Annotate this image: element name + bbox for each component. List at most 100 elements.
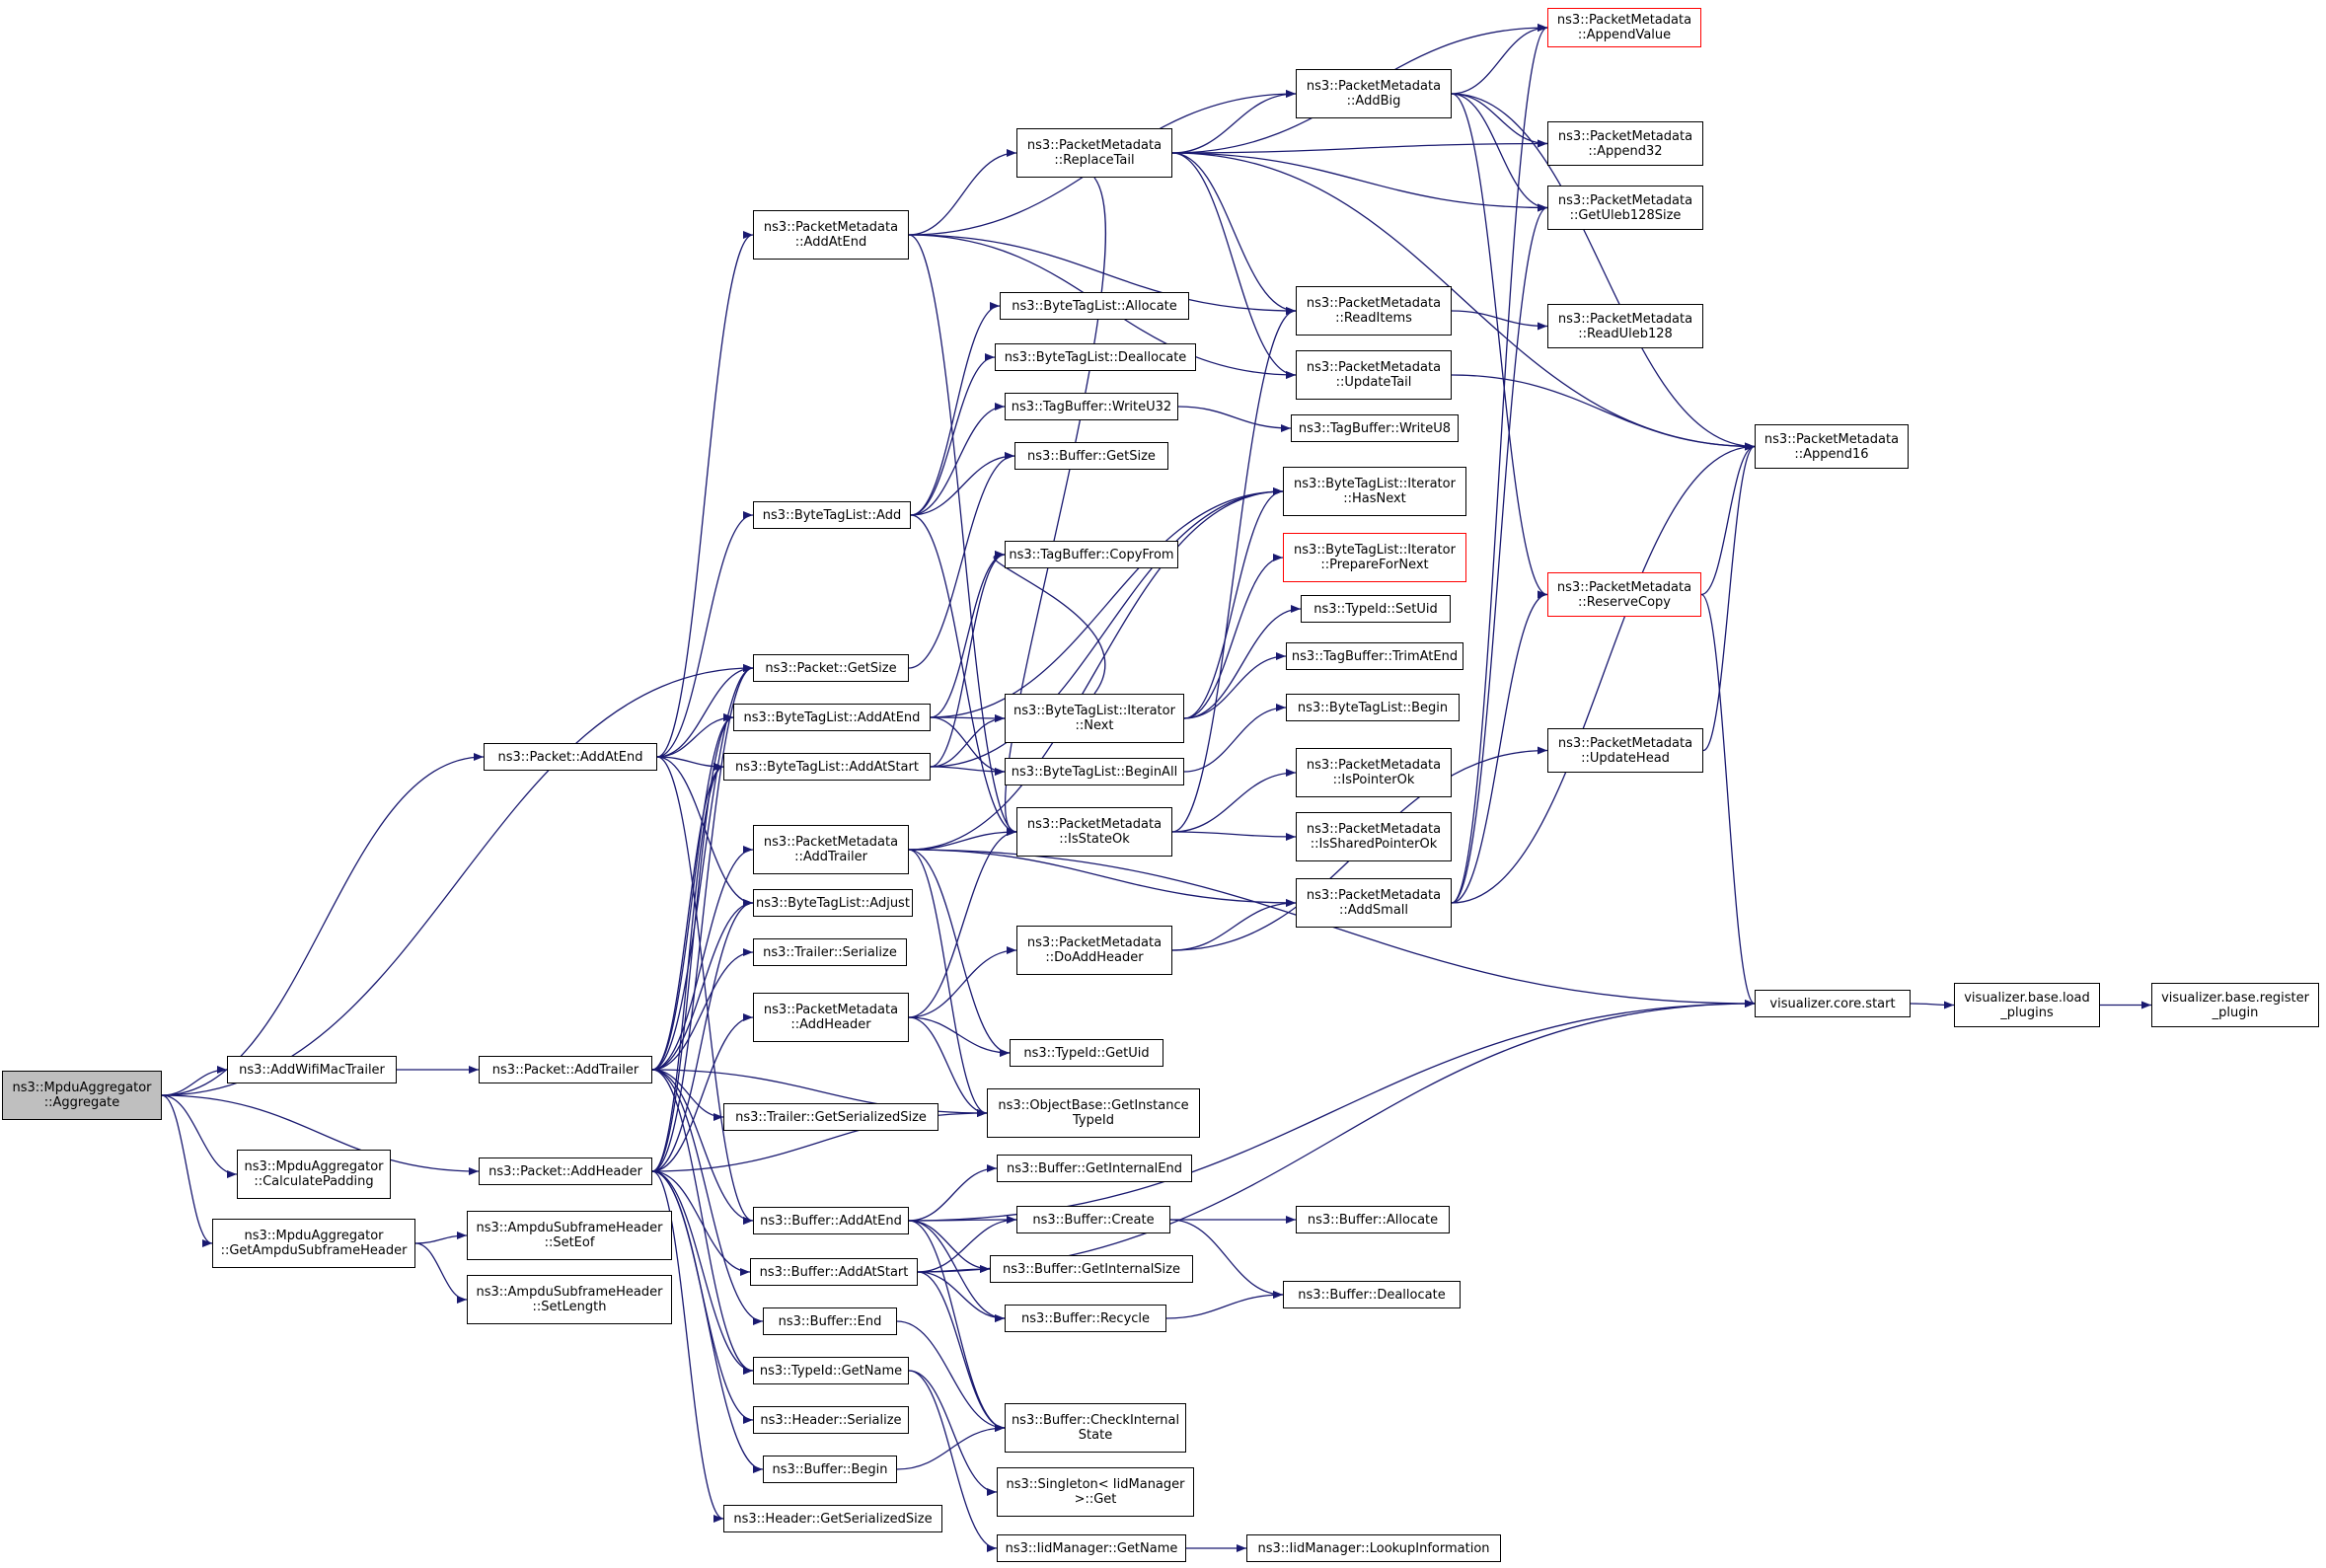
graph-node-n22[interactable]: ns3::Buffer::End — [763, 1307, 897, 1335]
node-label-line: ns3::PacketMetadata — [1306, 360, 1442, 375]
call-edge-n12-n31 — [908, 452, 1015, 669]
graph-node-n4[interactable]: ns3::MpduAggregator::GetAmpduSubframeHea… — [212, 1219, 415, 1268]
graph-node-n45[interactable]: ns3::IidManager::GetName — [997, 1534, 1186, 1562]
graph-node-n65[interactable]: ns3::PacketMetadata::Append16 — [1755, 424, 1909, 469]
graph-node-n21[interactable]: ns3::Buffer::AddAtStart — [750, 1258, 918, 1286]
graph-node-n29[interactable]: ns3::ByteTagList::Deallocate — [995, 343, 1196, 371]
node-label-line: ns3::PacketMetadata — [1306, 758, 1442, 773]
graph-node-n66[interactable]: ns3::PacketMetadata::ReserveCopy — [1547, 572, 1701, 617]
graph-node-n64[interactable]: ns3::PacketMetadata::ReadUleb128 — [1547, 304, 1703, 348]
graph-node-n24[interactable]: ns3::Header::Serialize — [753, 1406, 909, 1434]
graph-node-n2[interactable]: ns3::AddWifiMacTrailer — [227, 1056, 397, 1083]
graph-node-n52[interactable]: ns3::TypeId::SetUid — [1301, 595, 1451, 623]
graph-node-n9[interactable]: ns3::AmpduSubframeHeader::SetLength — [467, 1275, 672, 1324]
graph-node-n28[interactable]: ns3::ByteTagList::Allocate — [1000, 292, 1189, 320]
call-edge-n27-n48 — [1171, 152, 1297, 379]
graph-node-n61[interactable]: ns3::PacketMetadata::AppendValue — [1547, 8, 1701, 47]
graph-node-n63[interactable]: ns3::PacketMetadata::GetUleb128Size — [1547, 186, 1703, 230]
graph-node-n51[interactable]: ns3::ByteTagList::Iterator::PrepareForNe… — [1283, 533, 1466, 582]
graph-node-n37[interactable]: ns3::TypeId::GetUid — [1010, 1039, 1163, 1067]
graph-node-n59[interactable]: ns3::Buffer::Deallocate — [1283, 1281, 1461, 1308]
graph-node-n30[interactable]: ns3::TagBuffer::WriteU32 — [1005, 393, 1178, 420]
graph-node-n50[interactable]: ns3::ByteTagList::Iterator::HasNext — [1283, 467, 1466, 516]
graph-node-n27[interactable]: ns3::PacketMetadata::ReplaceTail — [1016, 128, 1172, 178]
graph-node-n31[interactable]: ns3::Buffer::GetSize — [1014, 442, 1168, 470]
graph-node-n17[interactable]: ns3::Trailer::Serialize — [753, 938, 907, 966]
graph-node-n46[interactable]: ns3::PacketMetadata::AddBig — [1296, 69, 1452, 118]
graph-node-n8[interactable]: ns3::AmpduSubframeHeader::SetEof — [467, 1211, 672, 1260]
node-label-line: ::IsStateOk — [1059, 832, 1130, 847]
graph-node-n39[interactable]: ns3::Buffer::GetInternalEnd — [997, 1155, 1192, 1182]
graph-node-n18[interactable]: ns3::PacketMetadata::AddHeader — [753, 993, 909, 1042]
graph-node-n58[interactable]: ns3::Buffer::Allocate — [1296, 1206, 1450, 1233]
call-edge-n7-n13 — [651, 713, 734, 1172]
call-edge-n1-n7 — [161, 1094, 480, 1175]
graph-node-n23[interactable]: ns3::TypeId::GetName — [753, 1357, 909, 1384]
graph-node-n15[interactable]: ns3::PacketMetadata::AddTrailer — [753, 825, 909, 874]
call-edge-n6-n13 — [651, 713, 734, 1071]
graph-node-n35[interactable]: ns3::PacketMetadata::IsStateOk — [1016, 807, 1172, 857]
graph-node-n70[interactable]: visualizer.base.register_plugin — [2151, 983, 2319, 1027]
graph-node-n55[interactable]: ns3::PacketMetadata::IsPointerOk — [1296, 748, 1452, 797]
graph-node-n48[interactable]: ns3::PacketMetadata::UpdateTail — [1296, 350, 1452, 400]
node-label-line: ns3::Buffer::Allocate — [1307, 1212, 1439, 1228]
call-edge-n5-n13 — [656, 713, 734, 758]
graph-node-n1[interactable]: ns3::MpduAggregator::Aggregate — [2, 1071, 162, 1120]
graph-node-n44[interactable]: ns3::Singleton< IidManager >::Get — [997, 1467, 1194, 1517]
graph-node-n68[interactable]: visualizer.core.start — [1755, 990, 1911, 1017]
graph-node-n33[interactable]: ns3::ByteTagList::Iterator::Next — [1005, 694, 1184, 743]
graph-node-n41[interactable]: ns3::Buffer::GetInternalSize — [990, 1255, 1193, 1283]
node-label-line: ns3::PacketMetadata — [1763, 431, 1900, 447]
node-label-line: ::AppendValue — [1577, 28, 1672, 42]
graph-node-n3[interactable]: ns3::MpduAggregator::CalculatePadding — [237, 1150, 391, 1199]
call-edge-n33-n50 — [1183, 487, 1284, 719]
call-edge-n11-n29 — [910, 353, 996, 516]
call-edge-n11-n35 — [910, 514, 1017, 836]
call-edge-n57-n66 — [1451, 590, 1548, 904]
call-edge-n4-n9 — [414, 1242, 468, 1304]
node-label-line: ::Append16 — [1794, 446, 1869, 462]
graph-node-n6[interactable]: ns3::Packet::AddTrailer — [479, 1056, 652, 1083]
graph-node-n42[interactable]: ns3::Buffer::Recycle — [1005, 1305, 1166, 1332]
graph-node-n32[interactable]: ns3::TagBuffer::CopyFrom — [1005, 541, 1178, 568]
graph-node-n40[interactable]: ns3::Buffer::Create — [1016, 1206, 1170, 1233]
node-label-line: ::PrepareForNext — [1320, 558, 1429, 572]
graph-node-n60[interactable]: ns3::IidManager::LookupInformation — [1246, 1534, 1501, 1562]
call-edge-n1-n12 — [161, 664, 754, 1096]
call-edge-n6-n12 — [651, 664, 754, 1071]
graph-node-n53[interactable]: ns3::TagBuffer::TrimAtEnd — [1286, 642, 1463, 670]
call-edge-n18-n37 — [908, 1016, 1011, 1057]
graph-node-n14[interactable]: ns3::ByteTagList::AddAtStart — [723, 753, 931, 781]
call-edge-n21-n43 — [917, 1271, 1006, 1432]
graph-node-n13[interactable]: ns3::ByteTagList::AddAtEnd — [733, 704, 931, 731]
graph-node-n56[interactable]: ns3::PacketMetadata::IsSharedPointerOk — [1296, 812, 1452, 861]
node-label-line: ::HasNext — [1343, 491, 1406, 506]
graph-node-n62[interactable]: ns3::PacketMetadata::Append32 — [1547, 121, 1703, 166]
graph-node-n36[interactable]: ns3::PacketMetadata::DoAddHeader — [1016, 926, 1172, 975]
graph-node-n19[interactable]: ns3::Trailer::GetSerializedSize — [723, 1103, 938, 1131]
call-edge-n46-n66 — [1451, 93, 1548, 599]
graph-node-n57[interactable]: ns3::PacketMetadata::AddSmall — [1296, 878, 1452, 928]
graph-node-n34[interactable]: ns3::ByteTagList::BeginAll — [1005, 758, 1184, 785]
call-edge-n6-n14 — [651, 763, 724, 1071]
graph-node-n7[interactable]: ns3::Packet::AddHeader — [479, 1157, 652, 1185]
graph-node-n49[interactable]: ns3::TagBuffer::WriteU8 — [1291, 414, 1459, 442]
graph-node-n54[interactable]: ns3::ByteTagList::Begin — [1286, 694, 1460, 721]
node-label-line: TypeId — [1073, 1113, 1114, 1128]
graph-node-n67[interactable]: ns3::PacketMetadata::UpdateHead — [1547, 728, 1703, 773]
graph-node-n11[interactable]: ns3::ByteTagList::Add — [753, 501, 911, 529]
graph-node-n47[interactable]: ns3::PacketMetadata::ReadItems — [1296, 286, 1452, 336]
graph-node-n12[interactable]: ns3::Packet::GetSize — [753, 654, 909, 682]
graph-node-n10[interactable]: ns3::PacketMetadata::AddAtEnd — [753, 210, 909, 260]
graph-node-n25[interactable]: ns3::Buffer::Begin — [763, 1456, 897, 1483]
call-edge-n6-n23 — [651, 1069, 754, 1375]
call-edge-n14-n50 — [930, 487, 1284, 768]
graph-node-n69[interactable]: visualizer.base.load_plugins — [1954, 983, 2100, 1027]
call-edge-n36-n57 — [1171, 899, 1297, 951]
graph-node-n5[interactable]: ns3::Packet::AddAtEnd — [484, 743, 657, 771]
graph-node-n20[interactable]: ns3::Buffer::AddAtEnd — [753, 1207, 909, 1234]
graph-node-n26[interactable]: ns3::Header::GetSerializedSize — [723, 1505, 942, 1532]
graph-node-n16[interactable]: ns3::ByteTagList::Adjust — [753, 889, 913, 917]
